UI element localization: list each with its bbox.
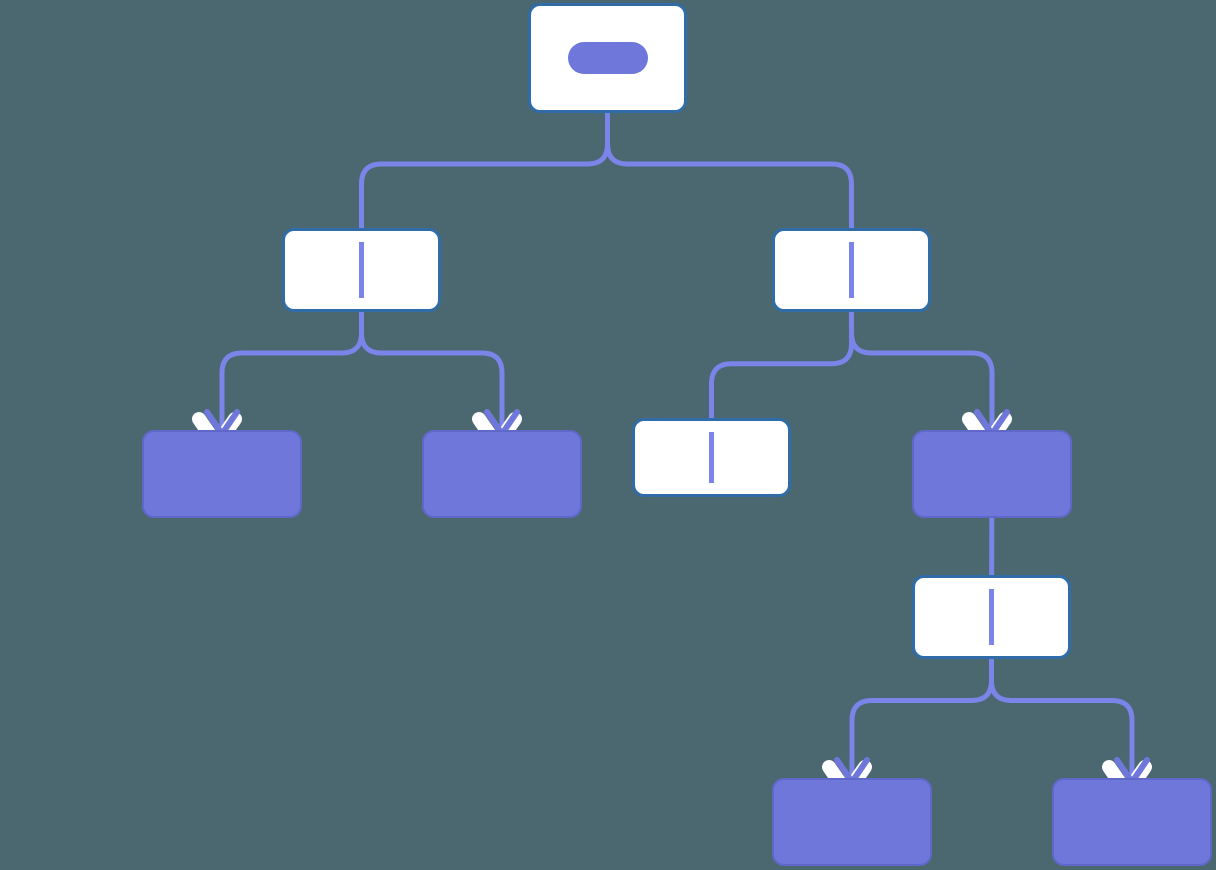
- node-level4-right[interactable]: [1052, 778, 1212, 866]
- edge-level1left-to-leftright[interactable]: [359, 270, 505, 436]
- edge-through-node: [849, 242, 854, 298]
- root-node[interactable]: [528, 3, 687, 113]
- edge-through-node: [989, 589, 994, 645]
- node-level2-leftright[interactable]: [422, 430, 582, 518]
- edge-root-to-level1-right[interactable]: [605, 58, 854, 270]
- edge-through-node: [359, 242, 364, 298]
- edge-layer: [219, 58, 1135, 784]
- node-level4-left[interactable]: [772, 778, 932, 866]
- node-level2-leftleft[interactable]: [142, 430, 302, 518]
- edge-through-node: [709, 432, 714, 483]
- node-level2-rightright[interactable]: [912, 430, 1072, 518]
- root-label-pill: [568, 42, 648, 74]
- edge-level3-to-level4-right[interactable]: [989, 617, 1135, 784]
- edge-level1right-to-rightleft[interactable]: [709, 270, 854, 458]
- edge-level1right-to-rightright[interactable]: [849, 270, 995, 436]
